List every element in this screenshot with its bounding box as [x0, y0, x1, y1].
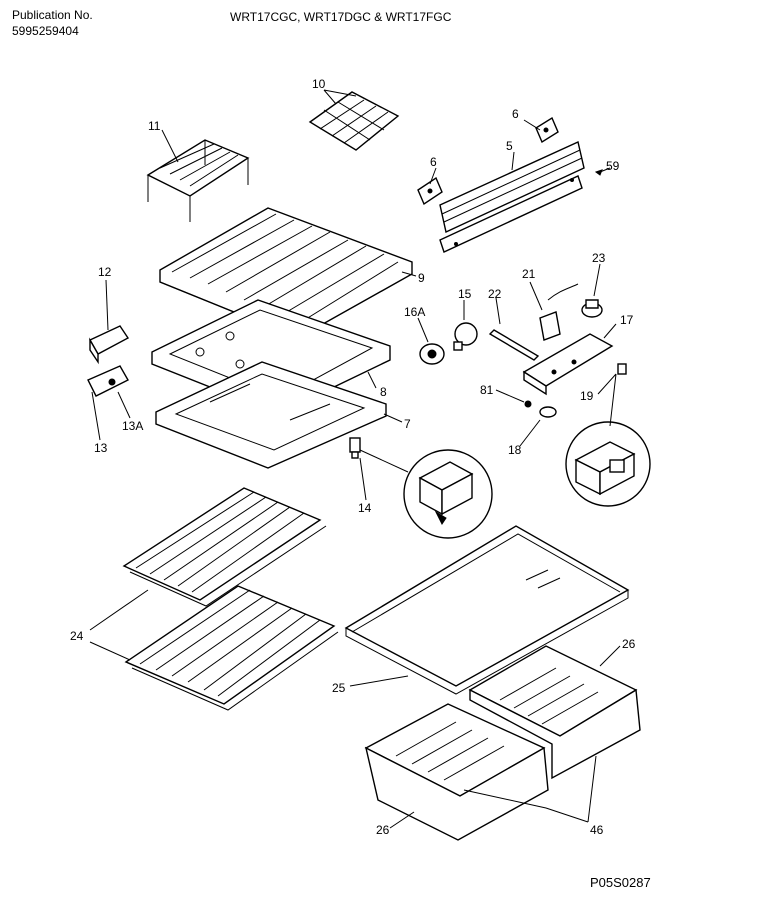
part-24-wire-shelf-lower: [124, 585, 339, 711]
callout-5: 5: [506, 139, 513, 153]
detail-switch-circle: [403, 449, 493, 539]
part-26-crisper-drawer-right: [468, 645, 641, 780]
part-6-bracket-upper: [535, 116, 559, 144]
part-19-switch: [617, 363, 627, 375]
part-11-wire-rack: [146, 139, 250, 222]
callout-10: 10: [312, 77, 326, 91]
callout-16a: 16A: [404, 305, 425, 319]
model-numbers: WRT17CGC, WRT17DGC & WRT17FGC: [230, 10, 452, 24]
callout-26-upper: 26: [622, 637, 636, 651]
callout-59: 59: [606, 159, 620, 173]
part-22-rod: [488, 329, 540, 361]
part-15-bulb: [453, 322, 478, 351]
part-18-knob: [539, 406, 557, 418]
callout-13: 13: [94, 441, 108, 455]
part-12-door-bin: [89, 325, 130, 365]
callout-8: 8: [380, 385, 387, 399]
part-16a-socket: [419, 343, 445, 365]
callout-26-lower: 26: [376, 823, 390, 837]
part-5-rail: [439, 141, 585, 253]
callout-22: 22: [488, 287, 502, 301]
part-21-thermostat: [539, 283, 579, 341]
part-26-crisper-drawer-left: [364, 703, 549, 841]
callout-18: 18: [508, 443, 522, 457]
part-7-crisper-cover: [155, 361, 387, 469]
callout-6-upper: 6: [512, 107, 519, 121]
callout-15: 15: [458, 287, 472, 301]
callout-12: 12: [98, 265, 112, 279]
callout-23: 23: [592, 251, 606, 265]
callout-13a: 13A: [122, 419, 143, 433]
callout-7: 7: [404, 417, 411, 431]
part-13-door-bin: [87, 365, 129, 397]
part-24-wire-shelf-upper: [122, 487, 327, 607]
part-25-glass-shelf: [344, 525, 630, 695]
callout-11: 11: [148, 119, 161, 133]
part-6-bracket-lower: [417, 176, 443, 206]
callout-81: 81: [480, 383, 494, 397]
part-17-control-housing: [522, 333, 614, 396]
publication-label: Publication No.: [12, 8, 93, 22]
part-14-switch: [349, 437, 361, 459]
callout-19: 19: [580, 389, 594, 403]
callout-25: 25: [332, 681, 346, 695]
part-23-knob: [581, 299, 603, 318]
callout-24: 24: [70, 629, 84, 643]
callout-14: 14: [358, 501, 372, 515]
callout-21: 21: [522, 267, 536, 281]
part-81-screw: [524, 400, 532, 408]
callout-6-lower: 6: [430, 155, 437, 169]
part-10-ice-tray: [308, 91, 400, 151]
leader-lines: [89, 89, 621, 829]
callout-17: 17: [620, 313, 634, 327]
drawing-code: P05S0287: [590, 875, 651, 890]
publication-number: 5995259404: [12, 24, 79, 38]
detail-switch-circle-right: [565, 421, 651, 507]
callout-46: 46: [590, 823, 604, 837]
callout-9: 9: [418, 271, 425, 285]
